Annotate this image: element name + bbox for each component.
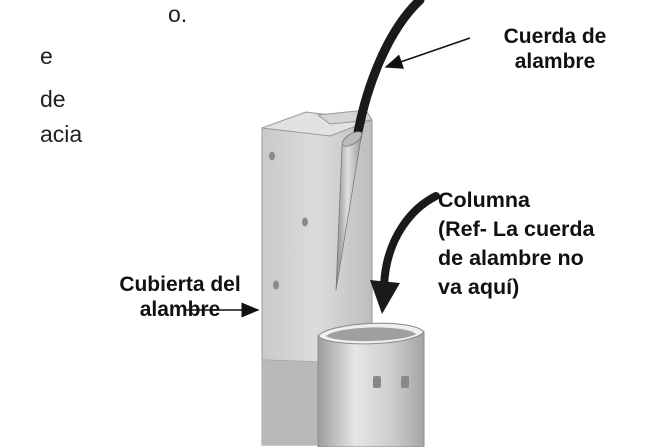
- cropped-text-line-2: e: [40, 43, 53, 69]
- column-curved-arrow: [370, 192, 440, 314]
- wire-rope: [352, 0, 425, 143]
- column-label-line-2: (Ref- La cuerda: [438, 217, 595, 241]
- column-label-line-3: de alambre no: [438, 246, 584, 270]
- wire-cover-label: Cubierta del alambre: [90, 272, 270, 322]
- wire-cover-label-line-2: alambre: [139, 298, 221, 321]
- wire-rope-label: Cuerda de alambre: [480, 24, 630, 74]
- cropped-text-line-3: de: [40, 86, 66, 112]
- column-label-line-4: va aquí): [438, 275, 520, 299]
- cropped-text-line-1: o.: [168, 1, 188, 27]
- wire-cover-label-line-1: Cubierta del: [119, 273, 241, 296]
- column-label-line-1: Columna: [438, 188, 530, 212]
- rope-ferrule: [335, 131, 363, 291]
- column-post: [317, 322, 425, 447]
- column-label: Columna (Ref- La cuerda de alambre no va…: [438, 186, 595, 302]
- cropped-text-line-4: acia: [40, 121, 83, 147]
- wire-rope-label-line-2: alambre: [514, 50, 596, 73]
- wire-rope-leader-arrow: [384, 37, 471, 69]
- wire-rope-label-line-1: Cuerda de: [503, 25, 607, 48]
